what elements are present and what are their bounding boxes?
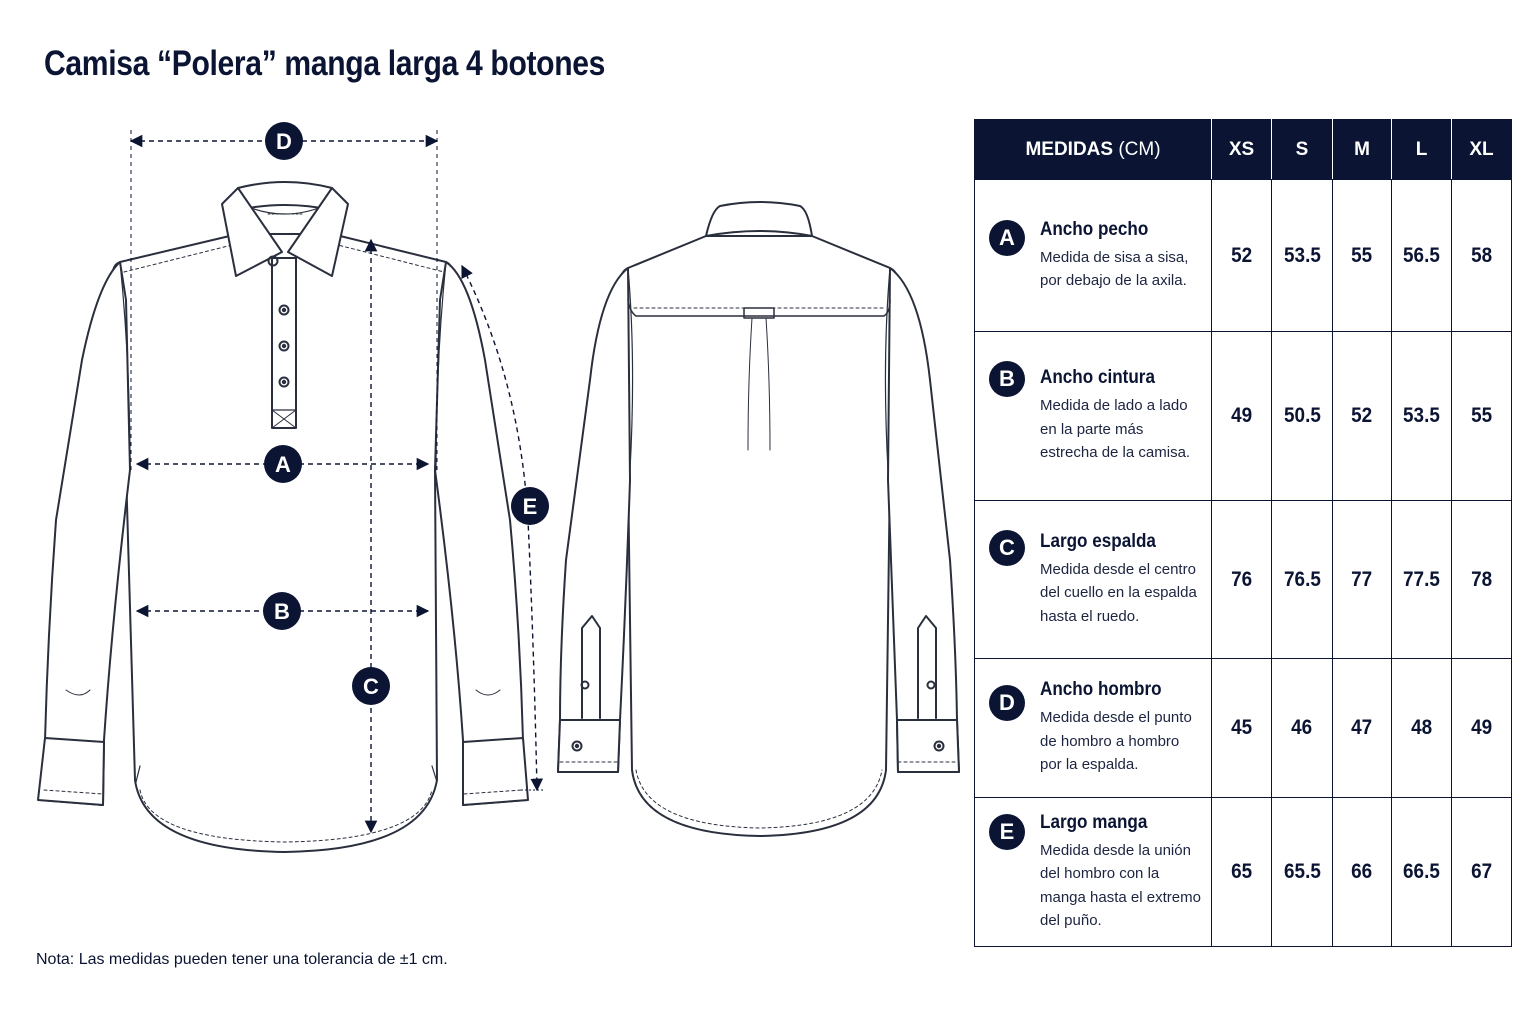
- header-size-l: L: [1391, 119, 1452, 180]
- row-description: C Largo espalda Medida desde el centro d…: [974, 500, 1212, 659]
- value-xs: 49: [1211, 331, 1272, 501]
- row-detail: Medida de lado a lado en la parte más es…: [1040, 397, 1191, 462]
- value-l: 53.5: [1391, 331, 1452, 501]
- value-s: 50.5: [1271, 331, 1333, 501]
- header-measures: MEDIDAS (CM): [974, 119, 1212, 180]
- table-row: E Largo manga Medida desde la unión del …: [974, 797, 1512, 947]
- row-name: Ancho cintura: [1040, 367, 1155, 389]
- header-size-xs: XS: [1211, 119, 1272, 180]
- row-detail: Medida desde el punto de hombro a hombro…: [1040, 709, 1192, 774]
- row-detail: Medida desde el centro del cuello en la …: [1040, 560, 1197, 625]
- row-badge-a: A: [989, 220, 1025, 256]
- shirt-front-drawing: [37, 181, 529, 853]
- value-xs: 45: [1211, 658, 1272, 798]
- value-xl: 55: [1451, 331, 1512, 501]
- svg-text:A: A: [275, 452, 291, 477]
- value-s: 53.5: [1271, 179, 1333, 332]
- value-m: 77: [1332, 500, 1392, 659]
- svg-text:B: B: [274, 599, 290, 624]
- value-l: 66.5: [1391, 797, 1452, 947]
- tolerance-note: Nota: Las medidas pueden tener una toler…: [36, 951, 448, 968]
- row-description: D Ancho hombro Medida desde el punto de …: [974, 658, 1212, 798]
- row-description: E Largo manga Medida desde la unión del …: [974, 797, 1212, 947]
- header-measures-label: MEDIDAS: [1025, 138, 1114, 160]
- table-row: D Ancho hombro Medida desde el punto de …: [974, 658, 1512, 798]
- value-m: 47: [1332, 658, 1392, 798]
- value-xs: 76: [1211, 500, 1272, 659]
- measure-badge-c: C: [352, 667, 390, 705]
- row-description: B Ancho cintura Medida de lado a lado en…: [974, 331, 1212, 501]
- row-badge-d: D: [989, 685, 1025, 721]
- header-size-xl: XL: [1451, 119, 1512, 180]
- value-m: 66: [1332, 797, 1392, 947]
- row-badge-e: E: [989, 814, 1025, 850]
- value-xl: 67: [1451, 797, 1512, 947]
- row-name: Largo espalda: [1040, 530, 1156, 552]
- row-badge-b: B: [989, 361, 1025, 397]
- value-l: 48: [1391, 658, 1452, 798]
- svg-text:D: D: [276, 129, 292, 154]
- row-badge-c: C: [989, 530, 1025, 566]
- measure-badge-d: D: [265, 122, 303, 160]
- value-l: 56.5: [1391, 179, 1452, 332]
- row-detail: Medida de sisa a sisa, por debajo de la …: [1040, 248, 1189, 290]
- svg-text:C: C: [363, 674, 379, 699]
- value-m: 55: [1332, 179, 1392, 332]
- header-measures-unit: (CM): [1118, 138, 1161, 160]
- svg-text:E: E: [523, 494, 538, 519]
- value-l: 77.5: [1391, 500, 1452, 659]
- table-header-row: MEDIDAS (CM) XS S M L XL: [974, 119, 1512, 180]
- measure-badge-b: B: [263, 592, 301, 630]
- value-xl: 58: [1451, 179, 1512, 332]
- measure-badge-e: E: [511, 487, 549, 525]
- header-size-m: M: [1332, 119, 1392, 180]
- page-title: Camisa “Polera” manga larga 4 botones: [44, 44, 606, 83]
- value-m: 52: [1332, 331, 1392, 501]
- value-xl: 49: [1451, 658, 1512, 798]
- value-s: 65.5: [1271, 797, 1333, 947]
- value-xs: 65: [1211, 797, 1272, 947]
- table-row: B Ancho cintura Medida de lado a lado en…: [974, 331, 1512, 501]
- row-name: Ancho hombro: [1040, 679, 1162, 701]
- table-row: C Largo espalda Medida desde el centro d…: [974, 500, 1512, 659]
- row-name: Ancho pecho: [1040, 218, 1149, 240]
- header-size-s: S: [1271, 119, 1333, 180]
- value-s: 46: [1271, 658, 1333, 798]
- value-xl: 78: [1451, 500, 1512, 659]
- shirt-diagram: D A B C E: [37, 122, 960, 853]
- row-description: A Ancho pecho Medida de sisa a sisa, por…: [974, 179, 1212, 332]
- row-detail: Medida desde la unión del hombro con la …: [1040, 841, 1201, 930]
- table-row: A Ancho pecho Medida de sisa a sisa, por…: [974, 179, 1512, 332]
- row-name: Largo manga: [1040, 811, 1148, 833]
- measure-badge-a: A: [264, 445, 302, 483]
- value-xs: 52: [1211, 179, 1272, 332]
- size-chart-table: MEDIDAS (CM) XS S M L XL A Ancho pecho M…: [974, 119, 1512, 947]
- value-s: 76.5: [1271, 500, 1333, 659]
- shirt-back-drawing: [557, 201, 960, 837]
